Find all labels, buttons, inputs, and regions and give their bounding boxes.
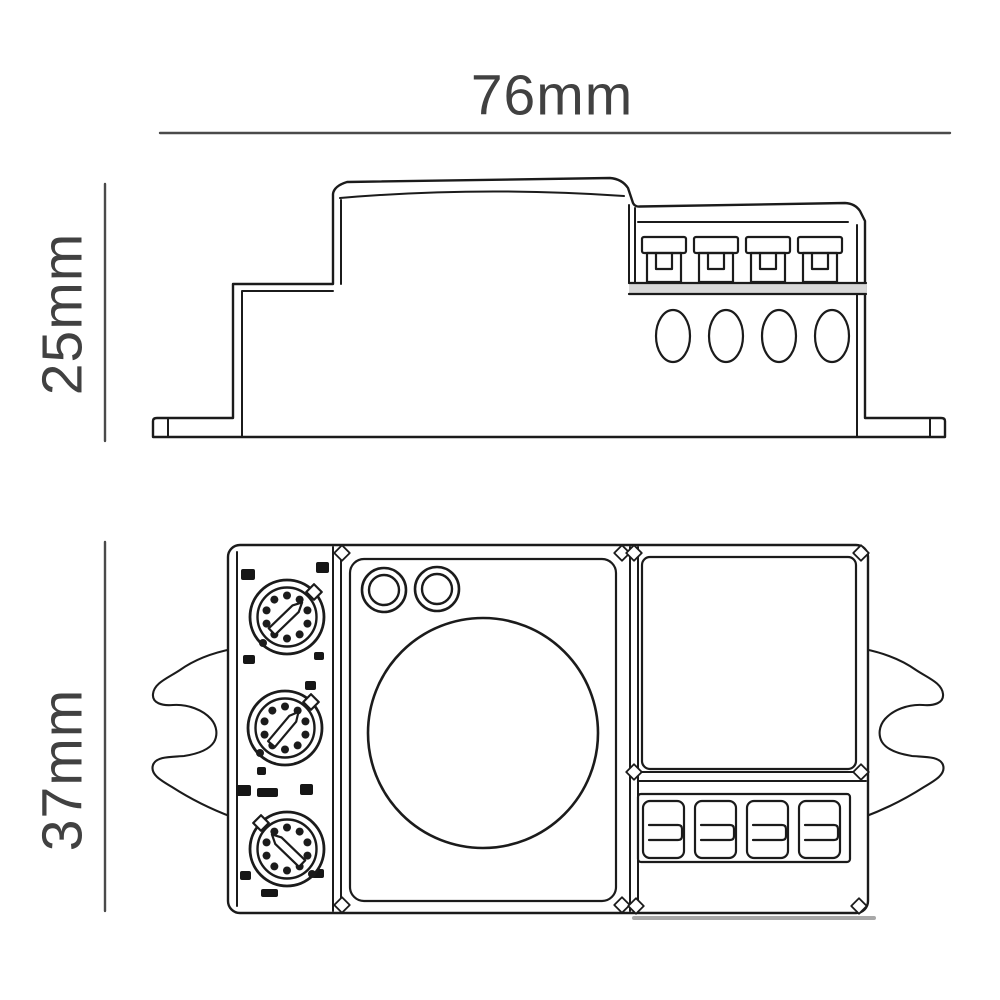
terminal-clamp <box>640 235 688 284</box>
terminal-strip <box>636 792 852 864</box>
front-terminal-block <box>636 792 852 864</box>
rotary-dial-2[interactable] <box>246 689 324 767</box>
side-height-dimension-label: 25mm <box>30 232 95 396</box>
terminal-slot[interactable] <box>693 799 738 860</box>
wire-hole <box>707 308 745 364</box>
side-terminal-base-band <box>627 281 868 296</box>
dimension-lines-side <box>103 131 952 443</box>
rotary-dial-1[interactable] <box>248 578 326 656</box>
sensor-module <box>348 557 618 903</box>
mounting-wings <box>151 647 945 819</box>
front-height-dimension-label: 37mm <box>30 688 95 852</box>
wire-hole <box>813 308 851 364</box>
side-wire-holes <box>654 308 851 364</box>
terminal-slot[interactable] <box>641 799 686 860</box>
dial-markings <box>236 562 329 897</box>
dial-column <box>236 562 329 897</box>
side-device-outline <box>151 176 947 439</box>
led-window-1 <box>360 566 408 614</box>
side-outline <box>151 176 947 439</box>
rotary-dial-3[interactable] <box>248 810 326 888</box>
module-frame <box>348 557 618 903</box>
side-view <box>103 131 952 443</box>
wire-hole <box>654 308 692 364</box>
side-terminal-clamps <box>640 235 844 284</box>
wire-hole <box>760 308 798 364</box>
label-recess <box>640 555 858 771</box>
sensor-lens <box>366 616 600 850</box>
mounting-wing-left <box>151 647 234 819</box>
terminal-clamp <box>796 235 844 284</box>
terminal-slot[interactable] <box>797 799 842 860</box>
label-area <box>637 555 867 782</box>
front-view <box>103 540 945 920</box>
terminal-slot[interactable] <box>745 799 790 860</box>
body-outline <box>226 543 870 915</box>
width-dimension-label: 76mm <box>470 63 634 128</box>
mounting-wing-right <box>862 647 945 819</box>
terminal-clamp <box>744 235 792 284</box>
led-window-2 <box>413 565 461 613</box>
terminal-clamp <box>692 235 740 284</box>
